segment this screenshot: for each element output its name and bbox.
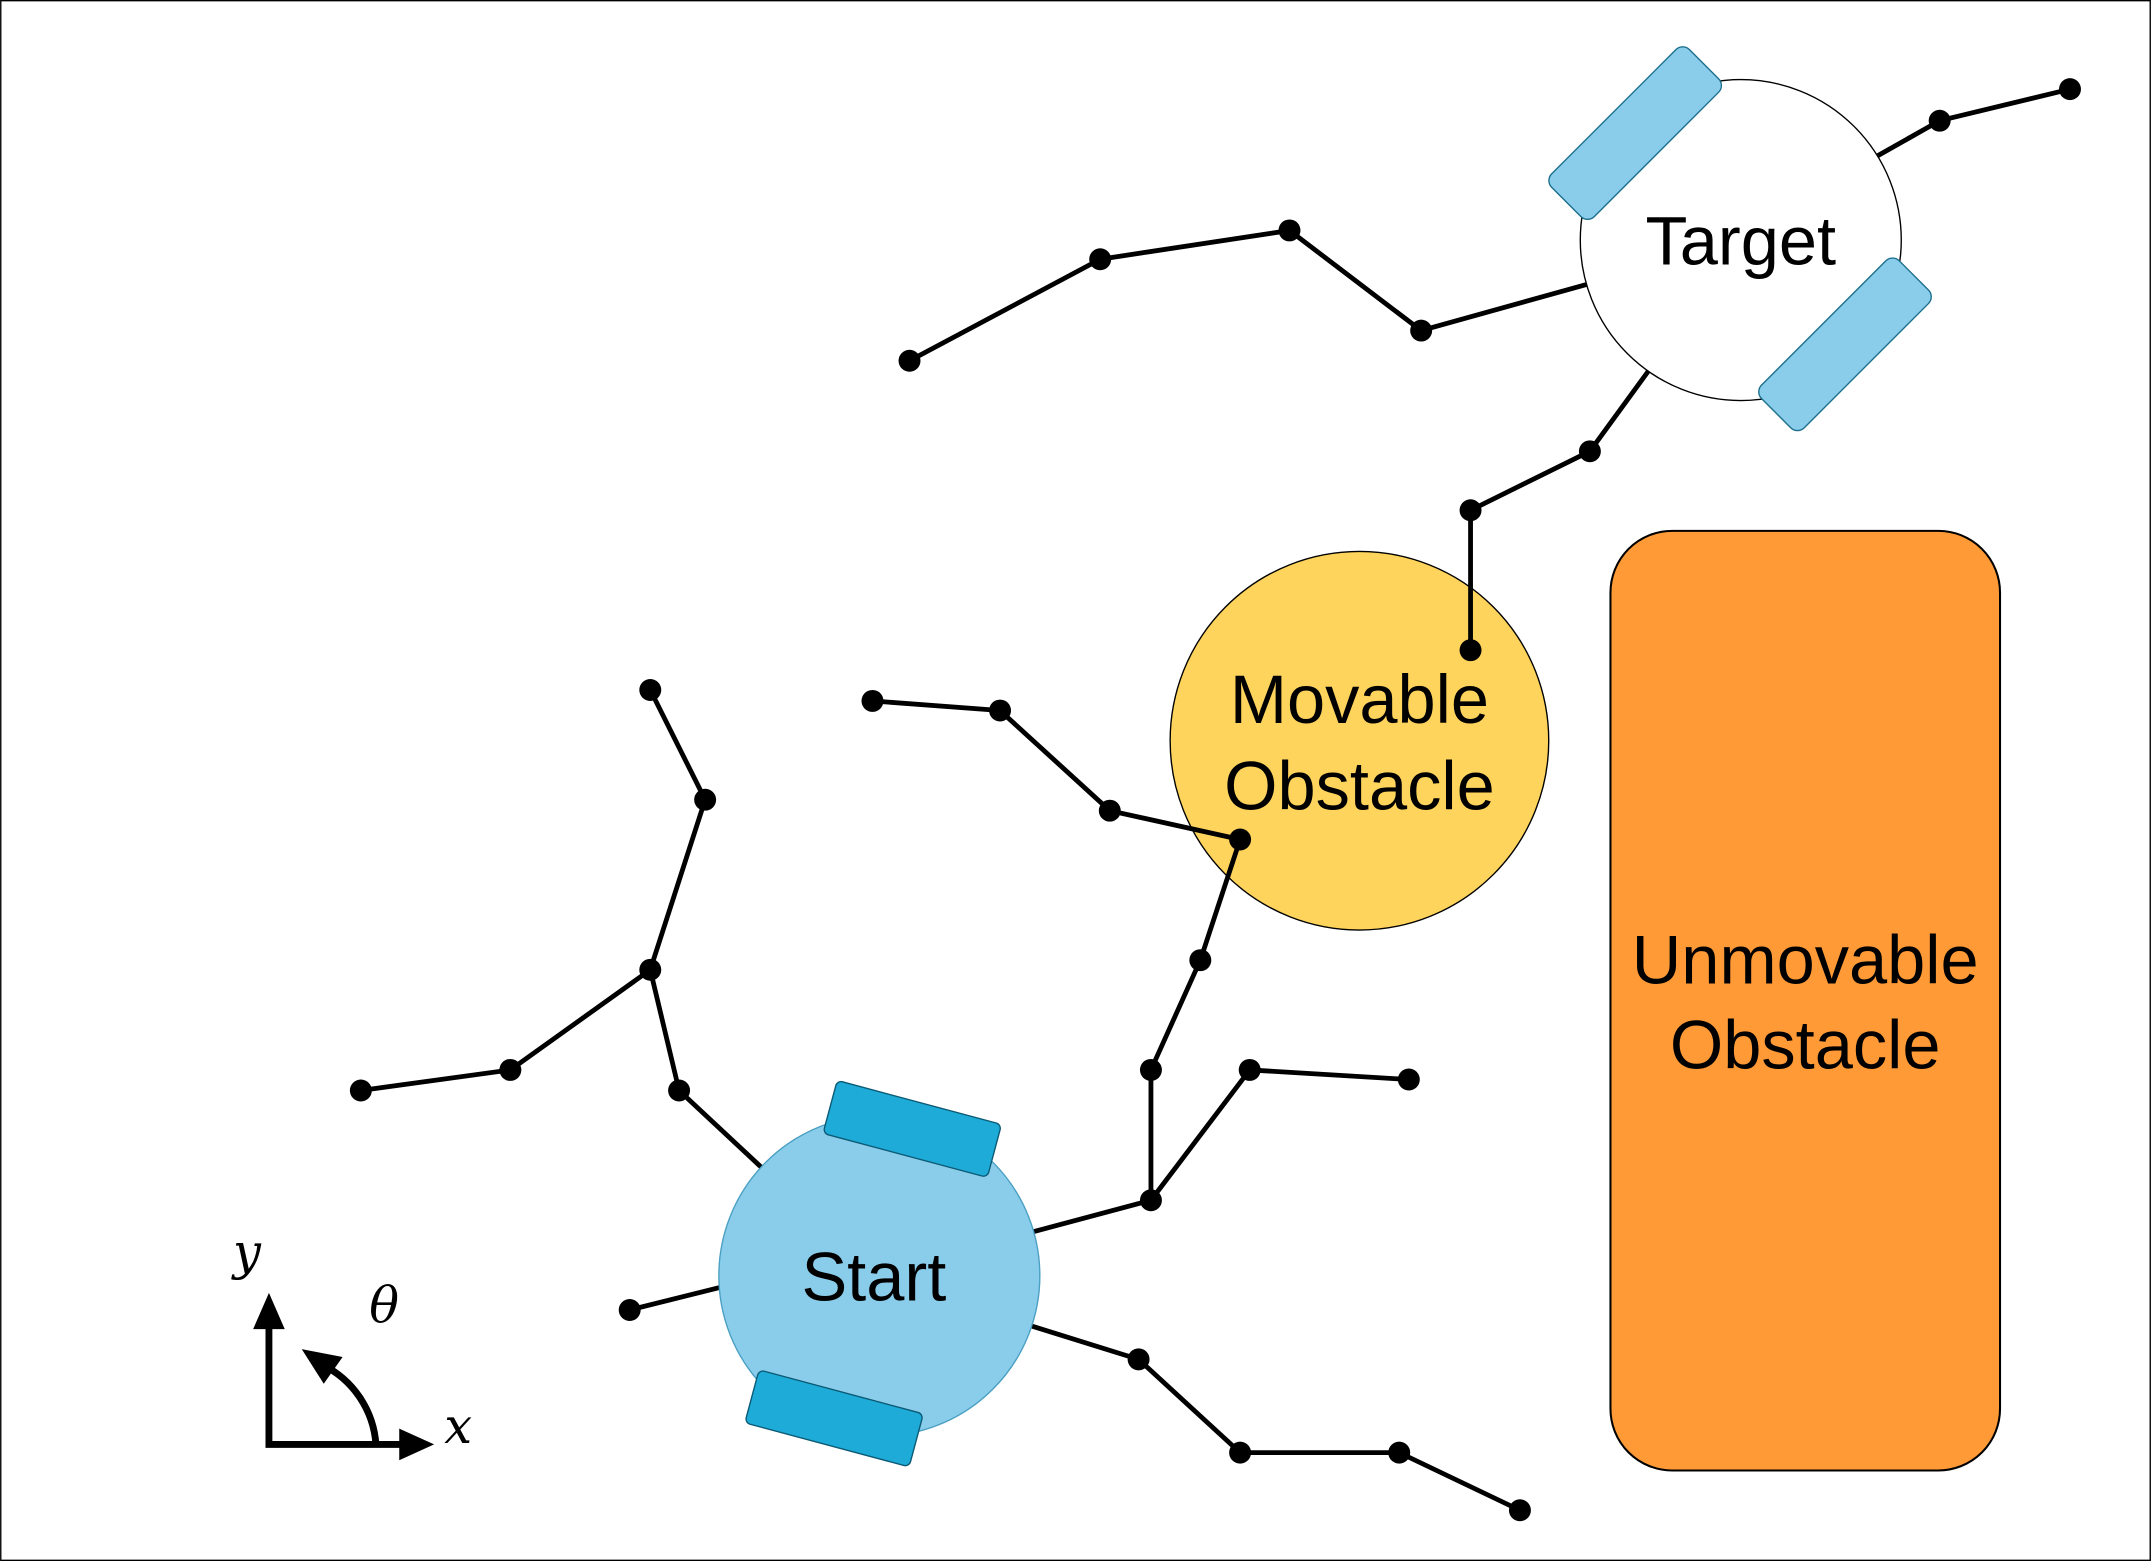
start-robot: Start: [718, 1080, 1041, 1467]
tree-branch: [627, 1284, 726, 1313]
tree-node: [349, 1079, 372, 1102]
tree-node: [989, 699, 1012, 722]
x-arrow-icon: [399, 1428, 435, 1461]
coordinate-axes: [253, 1292, 435, 1461]
search-tree-nodes: [349, 78, 2081, 1522]
tree-branch: [1468, 367, 1652, 653]
tree-node: [1928, 109, 1951, 132]
unmovable-obstacle: [1609, 529, 2002, 1472]
tree-node: [1089, 248, 1112, 271]
tree-node: [694, 788, 717, 811]
target-robot: Target: [1548, 46, 1932, 432]
tree-node: [1397, 1068, 1420, 1091]
tree-node: [668, 1079, 691, 1102]
tree-node: [618, 1299, 641, 1321]
tree-node: [1388, 1441, 1411, 1464]
tree-node: [1229, 828, 1252, 851]
theta-arrow-icon: [301, 1349, 343, 1384]
tree-node: [861, 689, 884, 712]
target-robot-wheel: [1548, 46, 1723, 220]
tree-node: [1139, 1189, 1162, 1212]
tree-node: [1189, 949, 1212, 972]
start-robot-wheel: [823, 1080, 1001, 1177]
tree-node: [1139, 1058, 1162, 1081]
tree-node: [2059, 78, 2081, 101]
target-robot-body: [1579, 78, 1902, 402]
movable-obstacle-label-line1: Movable: [1230, 661, 1489, 738]
tree-node: [1229, 1441, 1252, 1464]
y-arrow-icon: [253, 1292, 285, 1330]
axis-label-x: x: [444, 1397, 472, 1455]
target-label: Target: [1645, 203, 1836, 280]
unmovable-obstacle-label-line2: Obstacle: [1670, 1007, 1941, 1084]
tree-node: [1278, 219, 1301, 242]
axis-label-y: y: [231, 1223, 262, 1281]
movable-obstacle: [1169, 550, 1550, 931]
axes-lines: [265, 1316, 412, 1448]
tree-branch: [1030, 1067, 1412, 1235]
tree-node: [1098, 799, 1121, 822]
tree-node: [1459, 499, 1482, 522]
tree-node: [1459, 639, 1482, 662]
movable-obstacle-label-line2: Obstacle: [1224, 747, 1495, 824]
tree-node: [898, 349, 921, 372]
tree-node: [499, 1058, 522, 1081]
tree-node: [1578, 440, 1601, 463]
tree-node: [639, 678, 662, 701]
axis-label-theta: θ: [369, 1276, 399, 1334]
unmovable-obstacle-label-line1: Unmovable: [1632, 922, 1979, 999]
tree-node: [1127, 1348, 1150, 1371]
tree-node: [1508, 1499, 1531, 1522]
tree-node: [1410, 319, 1433, 342]
tree-node: [1238, 1058, 1261, 1081]
tree-node: [639, 958, 662, 981]
start-robot-wheel: [745, 1370, 923, 1467]
target-robot-wheel: [1758, 257, 1932, 432]
start-label: Start: [801, 1238, 946, 1315]
